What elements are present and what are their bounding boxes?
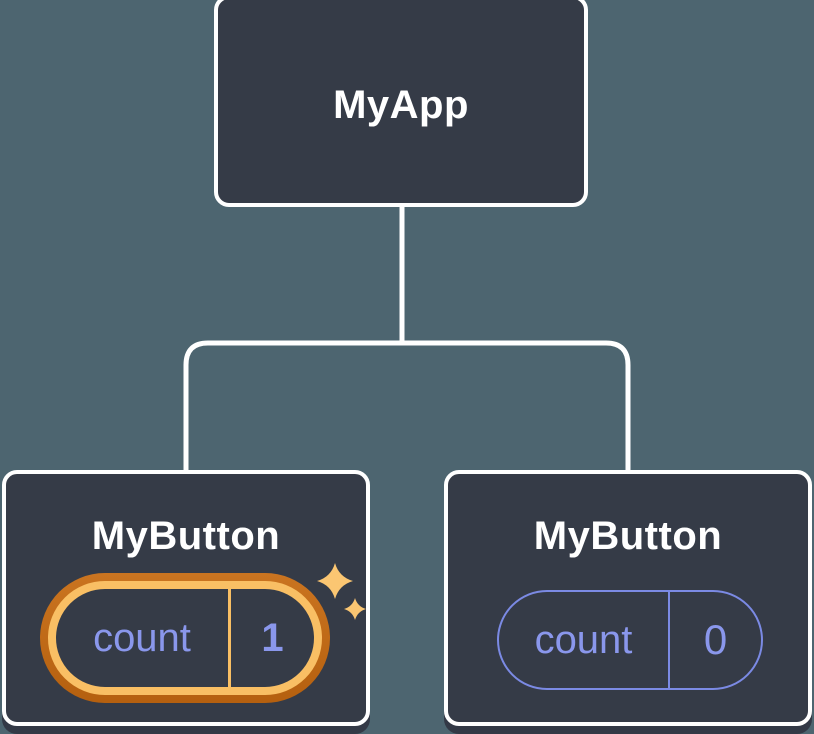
component-node-child-plain: MyButton count 0 bbox=[444, 470, 812, 726]
state-value: 0 bbox=[703, 616, 728, 663]
state-pill: count 0 bbox=[497, 590, 763, 690]
state-name: count bbox=[534, 618, 633, 662]
state-name: count bbox=[93, 616, 191, 660]
state-pill-highlighted: count 1 bbox=[40, 573, 330, 703]
state-value: 1 bbox=[261, 616, 284, 660]
sparkle-large-icon bbox=[317, 563, 353, 599]
sparkle-small-icon bbox=[344, 598, 366, 620]
pill-divider bbox=[668, 592, 670, 688]
component-node-root: MyApp bbox=[214, 0, 588, 207]
connector-branch bbox=[183, 340, 631, 474]
state-pill-inner: count 1 bbox=[48, 581, 322, 695]
node-label: MyButton bbox=[533, 514, 723, 558]
sparkles-icon bbox=[317, 563, 366, 620]
node-label: MyButton bbox=[91, 514, 281, 558]
component-node-child-highlighted: MyButton count 1 bbox=[2, 470, 370, 726]
pill-divider bbox=[228, 589, 231, 687]
node-label: MyApp bbox=[333, 83, 469, 127]
